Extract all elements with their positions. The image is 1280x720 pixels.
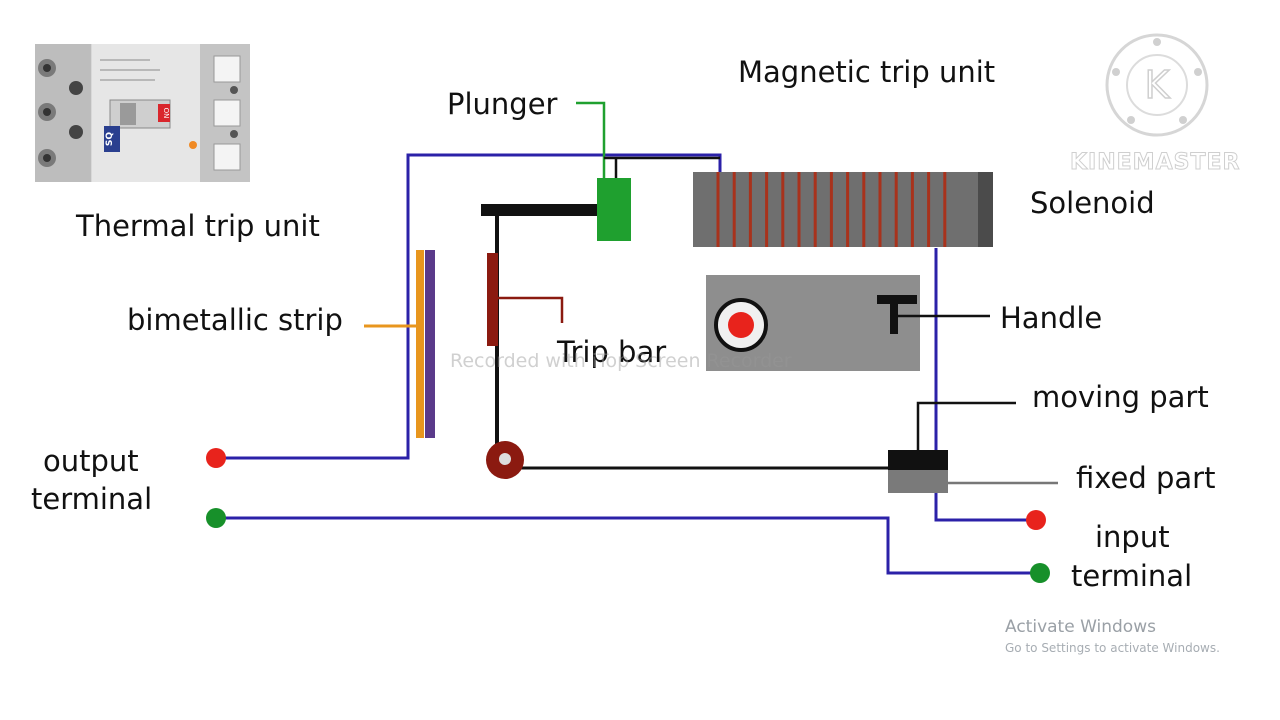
label-input-terminal-line1: input <box>1095 520 1170 554</box>
label-moving-part: moving part <box>1032 380 1209 414</box>
label-fixed-part: fixed part <box>1076 461 1216 495</box>
breaker-brand-text: SQ <box>105 132 115 146</box>
handle-box <box>706 275 990 371</box>
breaker-on-toggle <box>158 104 170 122</box>
input-terminal-red <box>1026 510 1046 530</box>
kinemaster-watermark: KINEMASTER <box>1069 150 1241 176</box>
label-magnetic-trip-unit: Magnetic trip unit <box>738 55 996 89</box>
label-input-terminal-line2: terminal <box>1071 559 1193 593</box>
output-terminal-red <box>206 448 226 468</box>
breaker-on-text: ON <box>162 108 170 119</box>
recorder-watermark: Recorded with iTop Screen Recorder <box>450 350 792 372</box>
solenoid-shape <box>693 172 993 247</box>
plunger-shape <box>576 101 720 241</box>
wiring <box>216 153 1040 575</box>
label-output-terminal-line2: terminal <box>31 482 153 516</box>
breaker-photo: ON SQ <box>35 44 250 182</box>
fixed-contact-shape <box>888 470 948 493</box>
input-terminal-green <box>1030 563 1050 583</box>
activate-windows-subtitle: Go to Settings to activate Windows. <box>1005 641 1220 655</box>
moving-contact-shape <box>888 450 948 470</box>
activate-windows-title: Activate Windows <box>1005 617 1156 637</box>
trip-bar-shape <box>487 253 498 346</box>
label-bimetallic-strip: bimetallic strip <box>127 303 343 337</box>
label-solenoid: Solenoid <box>1030 186 1155 220</box>
wire-input-red <box>934 248 1036 522</box>
output-terminal-green <box>206 508 226 528</box>
label-thermal-trip-unit: Thermal trip unit <box>76 209 320 243</box>
label-trip-bar: Trip bar <box>557 335 667 369</box>
contacts <box>888 401 1058 493</box>
wire-output <box>216 153 722 460</box>
label-output-terminal-line1: output <box>43 444 139 478</box>
kinemaster-letter: K <box>1145 63 1171 107</box>
bimetallic-strip-shape <box>364 250 435 438</box>
kinemaster-logo: K <box>1105 33 1209 137</box>
trip-bar-assembly <box>481 204 893 479</box>
label-handle: Handle <box>1000 301 1103 335</box>
wire-input-green <box>216 516 1040 575</box>
label-plunger: Plunger <box>447 87 558 121</box>
